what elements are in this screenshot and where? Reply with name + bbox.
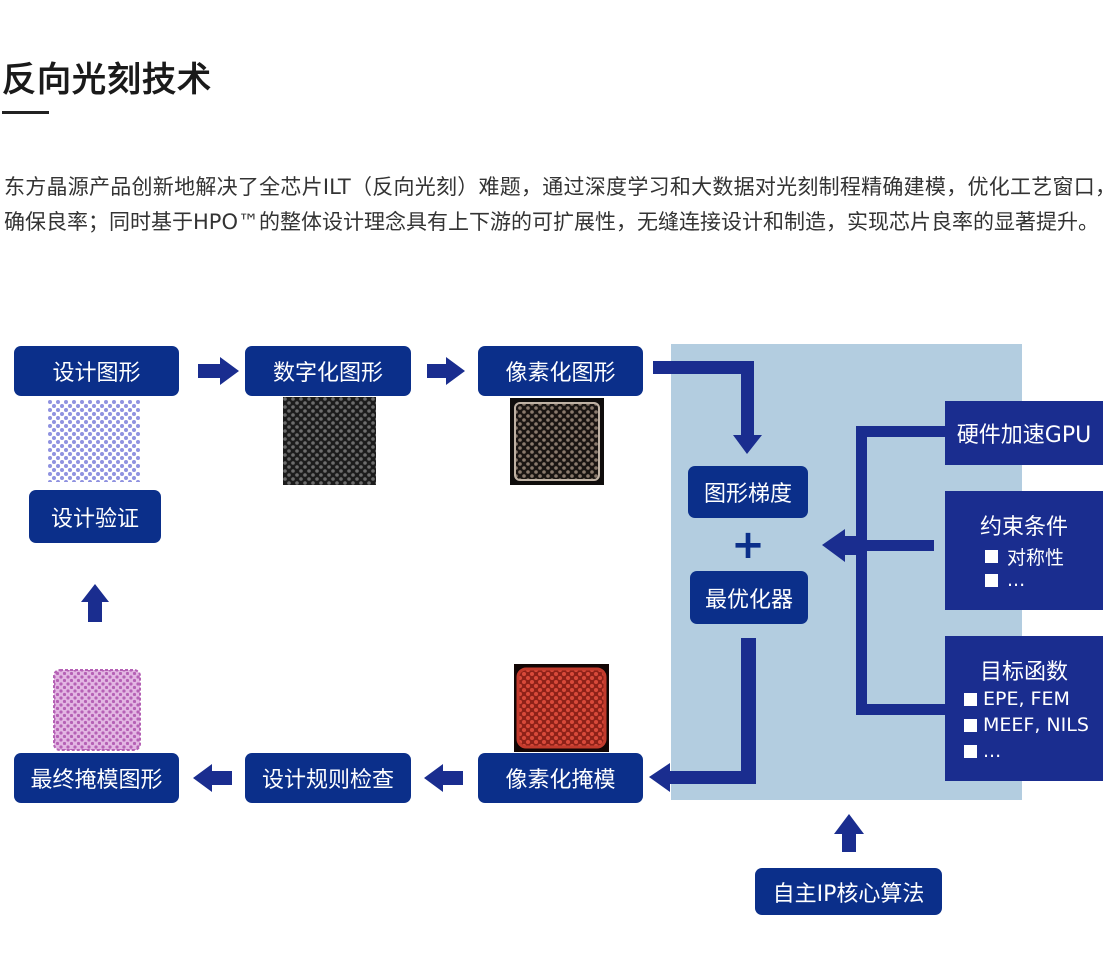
constraint-item: 对称性	[985, 543, 1064, 570]
gpu-acceleration-box: 硬件加速GPU	[945, 401, 1103, 465]
pixelated-mask-box: 像素化掩模	[478, 753, 643, 803]
arrow-left-icon	[822, 529, 845, 562]
arrow-up-icon	[834, 814, 864, 852]
objective-item: MEEF, NILS	[964, 714, 1089, 736]
checkbox-icon	[964, 718, 977, 732]
arrow-left-icon	[649, 763, 670, 792]
constraint-item-label: 对称性	[1007, 547, 1065, 569]
objective-item: ...	[964, 740, 1001, 762]
arrow-left-icon	[193, 764, 232, 792]
arrow-up-icon	[81, 584, 109, 622]
arrow-left-icon	[424, 764, 463, 792]
title-underline	[2, 111, 49, 114]
core-ip-algorithm-box: 自主IP核心算法	[755, 868, 942, 915]
design-rule-check-box: 设计规则检查	[245, 753, 411, 803]
arrow-right-icon	[198, 357, 239, 385]
objective-item: EPE, FEM	[964, 688, 1070, 710]
plus-sign: +	[731, 522, 765, 568]
intro-paragraph: 东方晶源产品创新地解决了全芯片ILT（反向光刻）难题，通过深度学习和大数据对光刻…	[4, 175, 1116, 234]
arrow-right-icon	[427, 357, 465, 385]
final-mask-image	[53, 669, 141, 751]
arrow-down-icon	[733, 435, 762, 454]
constraint-item: ...	[985, 569, 1025, 591]
objective-item-label: EPE, FEM	[983, 688, 1070, 710]
pixelated-pattern-image	[510, 398, 604, 485]
design-pattern-box: 设计图形	[14, 346, 179, 396]
constraints-title: 约束条件	[979, 515, 1068, 540]
digitized-pattern-box: 数字化图形	[245, 346, 411, 396]
checkbox-icon	[964, 692, 977, 706]
objective-item-label: ...	[983, 740, 1002, 762]
optimizer-box: 最优化器	[690, 571, 808, 624]
design-pattern-image	[48, 400, 140, 482]
checkbox-icon	[985, 550, 998, 563]
objective-function-box: 目标函数 EPE, FEM MEEF, NILS ...	[945, 636, 1103, 781]
digitized-pattern-image	[283, 397, 376, 485]
constraint-item-label: ...	[1007, 569, 1026, 591]
design-verification-box: 设计验证	[29, 490, 161, 543]
constraints-box: 约束条件 对称性 ...	[945, 491, 1103, 610]
pixelated-mask-image	[514, 664, 609, 752]
pixelated-pattern-box: 像素化图形	[478, 346, 643, 396]
final-mask-pattern-box: 最终掩模图形	[14, 753, 179, 803]
objective-title: 目标函数	[979, 660, 1068, 685]
checkbox-icon	[985, 573, 998, 587]
page-title: 反向光刻技术	[2, 60, 212, 100]
pattern-gradient-box: 图形梯度	[688, 466, 808, 518]
objective-item-label: MEEF, NILS	[983, 714, 1089, 736]
checkbox-icon	[964, 744, 977, 758]
